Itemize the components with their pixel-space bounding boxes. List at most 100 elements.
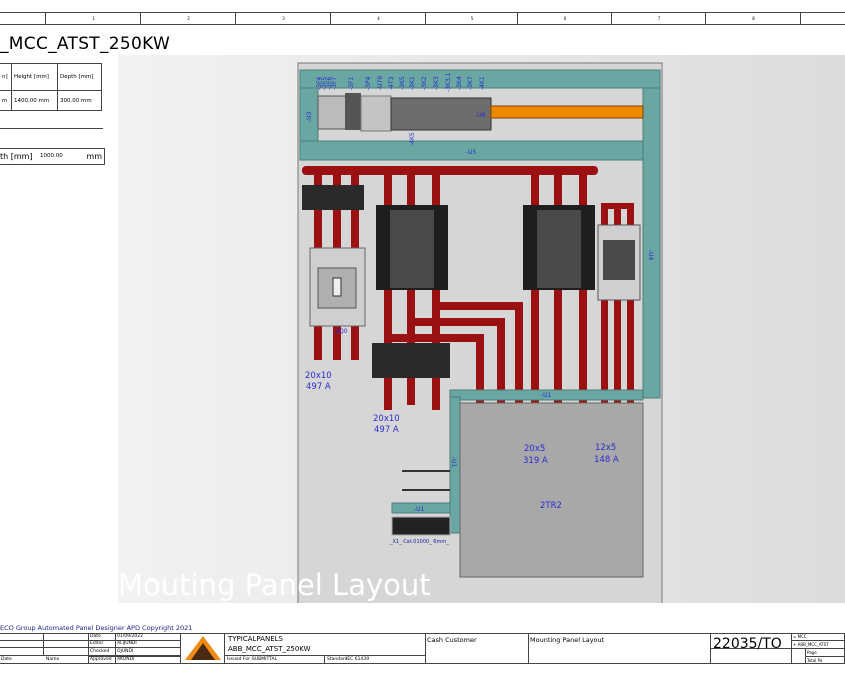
dim-header: Height [mm] — [11, 63, 58, 91]
dim-value: m — [0, 90, 12, 111]
drawing-number: 22035/TO — [713, 636, 782, 652]
eco-logo-icon — [185, 636, 221, 660]
page-title: _MCC_ATST_250KW — [0, 34, 171, 54]
device-tag: -3K5 — [399, 76, 406, 90]
busbar-size: 12x5 — [595, 443, 616, 453]
device-3p4 — [360, 95, 392, 132]
label-2q0: -2Q0 — [333, 328, 348, 335]
standard: IEC 61439 — [346, 657, 370, 662]
ruler-col: 4 — [330, 13, 426, 24]
label-4k5: -4K5 — [409, 132, 416, 146]
width-unit: mm — [86, 152, 102, 161]
sheet-title: Mounting Panel Layout — [530, 636, 605, 644]
divider — [0, 128, 103, 129]
label-u6: -U6 — [475, 112, 486, 119]
terminal-caption: _X1_ Cat.01000_ 6mm_ — [389, 539, 449, 545]
column-ruler: 1 2 3 4 5 6 7 8 — [0, 12, 845, 25]
device-tag: -4T3 — [388, 76, 395, 90]
project-name: TYPICALPANELS — [228, 635, 283, 643]
width-label: th [mm] — [0, 152, 33, 161]
issued-for-label: Issued For : — [227, 657, 253, 662]
busbar-support-2 — [372, 343, 450, 378]
contactor-3-face — [603, 240, 635, 280]
role-label: Date — [90, 634, 101, 639]
dimensions-table: n] Height [mm] Depth [mm] m 1400.00 mm 3… — [0, 63, 102, 111]
device-tag: -3K4 — [456, 76, 463, 90]
busbar-support — [302, 185, 364, 210]
busbar-size: 20x10 — [373, 414, 400, 424]
ruler-col: 8 — [705, 13, 801, 24]
busbar-current: 148 A — [594, 455, 619, 465]
logo — [180, 633, 225, 664]
copyright: ECO Group Automated Panel Designer APD C… — [0, 624, 193, 632]
rail-u4 — [642, 87, 661, 399]
dim-value: 1400.00 mm — [11, 90, 58, 111]
busbar-current: 497 A — [374, 425, 399, 435]
drawing-name: ABB_MCC_ATST_250KW — [228, 645, 311, 653]
panel-drawing-viewport[interactable]: -3F4 -3F5 -3F6 -3F7 -3F1 -3P4 -U78 -4T3 … — [118, 55, 845, 603]
rail-u1-top — [449, 389, 644, 401]
overlay-title: Mouting Panel Layout — [118, 568, 431, 602]
label-u1-small: -U1 — [414, 506, 425, 513]
ruler-col: 3 — [235, 13, 331, 24]
issued-for: SUBMITTAL — [252, 657, 278, 662]
role-value: 01/09/2022 — [117, 634, 143, 639]
dim-header: Depth [mm] — [57, 63, 102, 91]
role-label: Editor — [90, 641, 104, 646]
dim-value: 300.00 mm — [57, 90, 102, 111]
width-value: 1000.00 — [40, 153, 63, 159]
rev-name-label: Name — [46, 657, 60, 662]
label-u1-top: -U1 — [541, 392, 552, 399]
dim-header: n] — [0, 63, 12, 91]
cable-duct — [490, 105, 644, 119]
role-label: Checked — [90, 649, 110, 654]
device-tag: -3K1 — [409, 76, 416, 90]
device-tag: -U78 — [377, 76, 384, 90]
standard-label: Standard — [327, 657, 348, 662]
rail-u1-small — [391, 502, 451, 514]
contactor-2-face — [537, 210, 581, 288]
device-tag: -3K2 — [421, 76, 428, 90]
ruler-col: 1 — [45, 13, 141, 24]
role-value: ALIJUNDI — [117, 641, 137, 646]
width-field[interactable]: th [mm] 1000.00 mm — [0, 148, 105, 165]
device-tag: -3K7 — [467, 76, 474, 90]
device-tag: -3K3 — [433, 76, 440, 90]
role-value: AKUNDI — [117, 657, 135, 662]
device-tag: -3F5 — [321, 77, 328, 90]
label-u4: -U4 — [647, 250, 654, 261]
busbar-current: 319 A — [523, 456, 548, 466]
busbar-size: 20x10 — [305, 371, 332, 381]
page-label: Page — [807, 650, 817, 655]
role-value: OJUNDI — [117, 649, 134, 654]
transformer-2tr2 — [459, 402, 644, 578]
device-tag: -3F1 — [348, 77, 355, 90]
ruler-col: 7 — [611, 13, 706, 24]
customer: Cash Customer — [427, 636, 477, 644]
busbar-current: 497 A — [306, 382, 331, 392]
rail-top — [299, 69, 661, 89]
device-tag: -4K1 — [479, 76, 486, 90]
device-3f1 — [345, 93, 361, 130]
din-rail — [402, 489, 450, 491]
label-u3: -U3 — [306, 111, 313, 122]
device-tag: -3K3.1 — [445, 72, 452, 92]
location-2: + ABB_MCC_ATST — [793, 642, 829, 647]
terminal-blocks — [317, 95, 349, 130]
label-u5: -U5 — [466, 149, 477, 156]
device-tag: -3F4 — [316, 77, 323, 90]
ruler-col: 2 — [140, 13, 236, 24]
contactor-1-face — [390, 210, 434, 288]
ruler-col — [800, 13, 845, 24]
total-pages-label: Total Pa — [807, 658, 823, 663]
mccb-handle — [332, 277, 342, 297]
terminal-strip — [391, 516, 451, 536]
label-transformer: 2TR2 — [540, 501, 562, 511]
device-tag: -3P4 — [365, 76, 372, 90]
din-rail — [402, 470, 450, 472]
mounting-panel-svg: -3F4 -3F5 -3F6 -3F7 -3F1 -3P4 -U78 -4T3 … — [118, 62, 663, 603]
ruler-col: 5 — [425, 13, 518, 24]
role-label: Approved — [90, 657, 112, 662]
ruler-col: 6 — [517, 13, 612, 24]
location-1: = MCC — [793, 634, 807, 639]
